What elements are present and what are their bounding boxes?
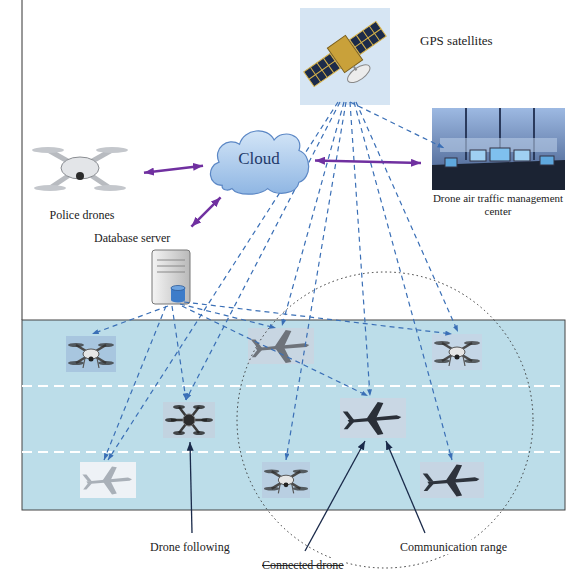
- link-arrow: [191, 197, 220, 226]
- label-holder: Drone following: [148, 537, 232, 555]
- node-label: GPS satellites: [418, 33, 510, 49]
- police-drone-node: Police drones: [24, 132, 142, 228]
- pointer-label: Drone following: [148, 540, 232, 554]
- cloud-node: Cloud: [205, 122, 313, 196]
- pointer-label: Communication range: [398, 540, 509, 554]
- label-holder: Connected drone: [260, 555, 346, 573]
- node-label: Police drones: [24, 208, 140, 222]
- pointer-label: Connected drone: [260, 558, 346, 572]
- database-node: Database server: [92, 228, 206, 310]
- satellite-node: GPS satellites: [298, 6, 512, 110]
- label-holder: Communication range: [398, 537, 509, 555]
- node-label: Drone air traffic management center: [423, 192, 573, 218]
- link-arrow: [315, 160, 421, 163]
- control-center-node: Drone air traffic management center: [423, 104, 575, 226]
- node-label: Database server: [92, 231, 204, 245]
- cloud-label: Cloud: [238, 149, 280, 169]
- link-arrow: [144, 166, 203, 173]
